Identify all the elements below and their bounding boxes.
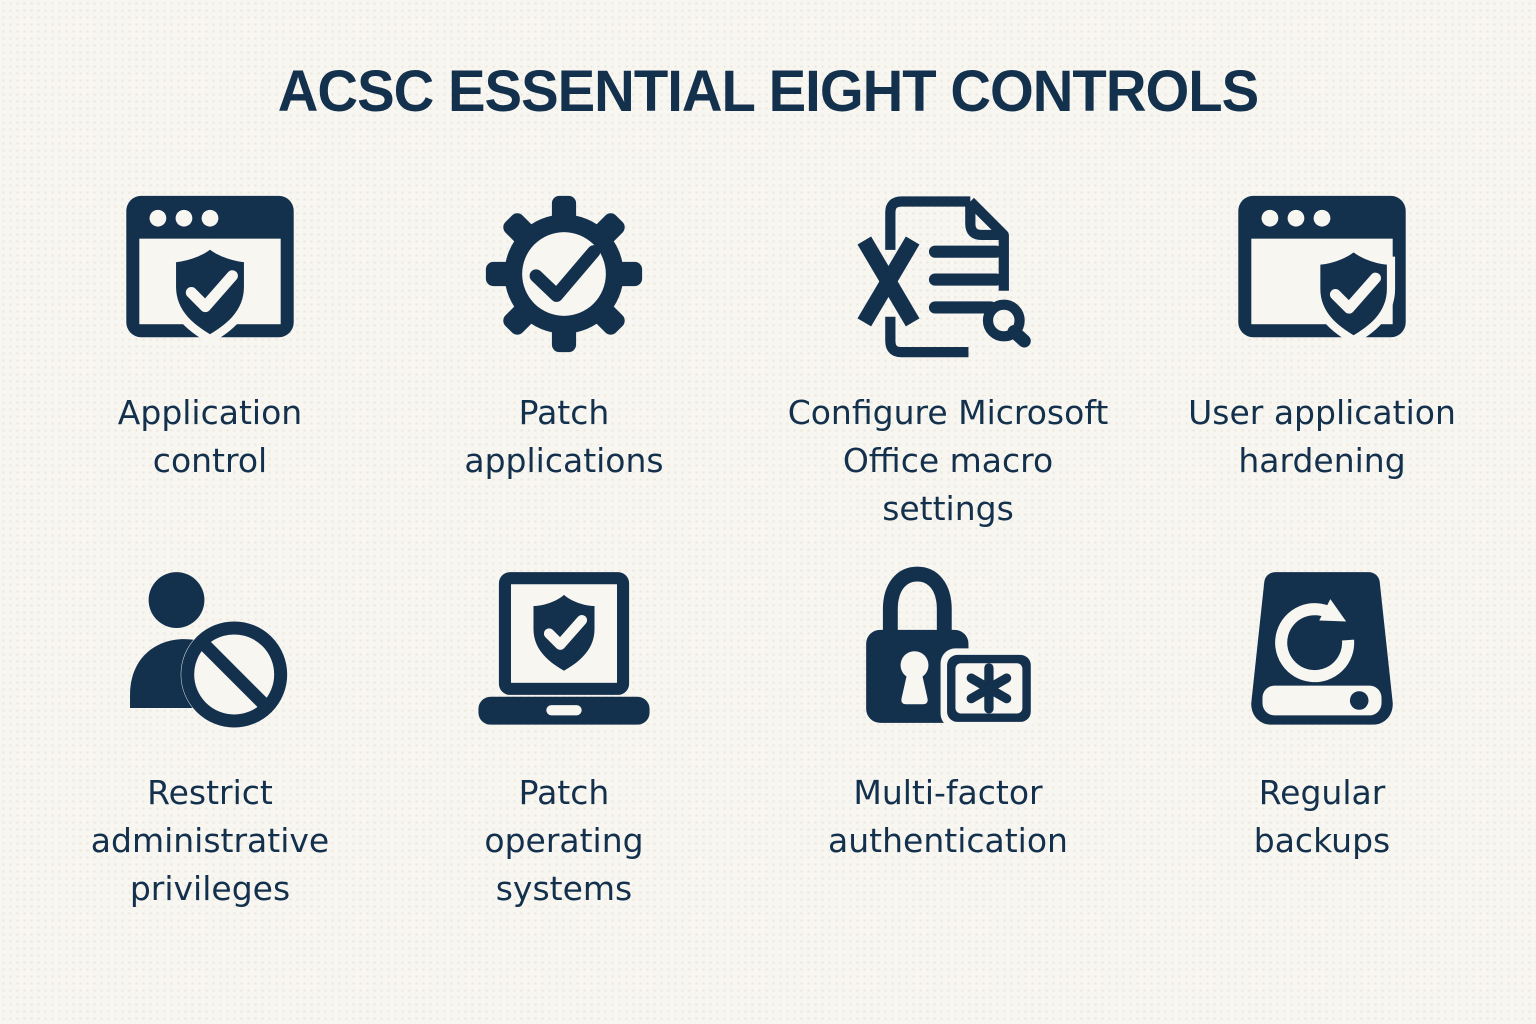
- control-label: Configure Microsoft Office macro setting…: [787, 393, 1109, 528]
- control-label: Multi-factor authentication: [828, 773, 1068, 860]
- control-card-user-application-hardening: User application hardening: [1148, 181, 1496, 533]
- control-label: Patch applications: [464, 393, 664, 480]
- control-label: User application hardening: [1188, 393, 1456, 480]
- gear-check-icon: [471, 181, 657, 367]
- page-title: ACSC ESSENTIAL EIGHT CONTROLS: [277, 59, 1259, 124]
- control-card-multi-factor-authentication: Multi-factor authentication: [748, 561, 1148, 913]
- drive-refresh-icon: [1229, 561, 1415, 747]
- controls-grid: Application control: [0, 181, 1536, 913]
- browser-window-shield-check-icon: [117, 181, 303, 367]
- document-x-search-icon: [855, 181, 1041, 367]
- control-label: Patch operating systems: [484, 773, 644, 908]
- control-card-restrict-admin-privileges: Restrict administrative privileges: [40, 561, 380, 913]
- control-card-patch-operating-systems: Patch operating systems: [380, 561, 748, 913]
- padlock-asterisk-icon: [855, 561, 1041, 747]
- control-card-application-control: Application control: [40, 181, 380, 533]
- control-label: Application control: [117, 393, 303, 480]
- control-label: Regular backups: [1253, 773, 1391, 860]
- control-card-patch-applications: Patch applications: [380, 181, 748, 533]
- user-prohibited-icon: [117, 561, 303, 747]
- control-card-office-macro-settings: Configure Microsoft Office macro setting…: [748, 181, 1148, 533]
- control-card-regular-backups: Regular backups: [1148, 561, 1496, 913]
- control-label: Restrict administrative privileges: [90, 773, 330, 908]
- laptop-shield-check-icon: [471, 561, 657, 747]
- browser-window-shield-corner-icon: [1229, 181, 1415, 367]
